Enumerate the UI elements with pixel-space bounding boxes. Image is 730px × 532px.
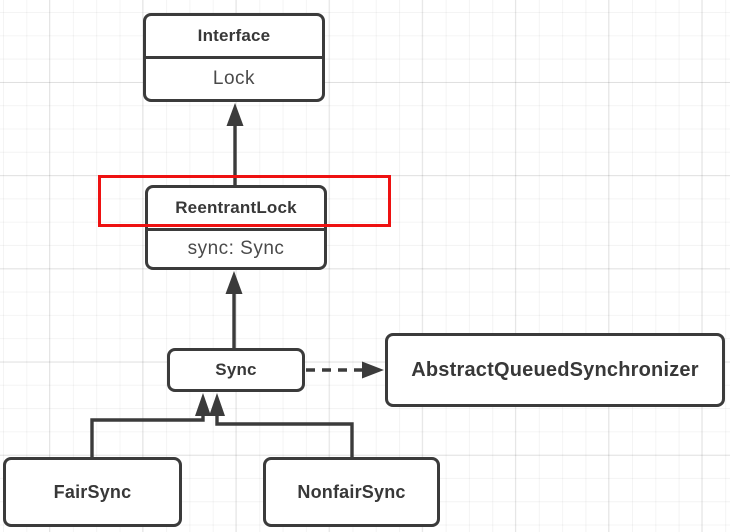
node-name-label: Lock [146, 56, 322, 99]
node-name-label: FairSync [53, 481, 132, 502]
node-name-label: AbstractQueuedSynchronizer [411, 358, 699, 381]
class-node-nonfairsync[interactable]: NonfairSync [263, 457, 440, 527]
edge-fairsync-to-sync[interactable] [90, 393, 211, 458]
edge-sync-to-aqs[interactable] [306, 361, 384, 379]
edge-sync-to-reentrantlock[interactable] [225, 271, 243, 349]
edge-reentrantlock-to-lock[interactable] [226, 103, 244, 186]
node-name-label: ReentrantLock [175, 198, 297, 217]
red-highlight-rectangle[interactable] [98, 175, 391, 227]
node-name-label: NonfairSync [297, 481, 406, 502]
class-node-fairsync[interactable]: FairSync [3, 457, 182, 527]
class-node-reentrantlock[interactable]: ReentrantLock sync: Sync [145, 185, 327, 270]
node-name-label: Sync [215, 360, 257, 379]
node-field-label: sync: Sync [148, 228, 324, 267]
node-stereotype-label: Interface [197, 26, 271, 45]
class-node-lock-interface[interactable]: Interface Lock [143, 13, 325, 102]
class-node-sync[interactable]: Sync [167, 348, 305, 392]
class-node-abstractqueuedsynchronizer[interactable]: AbstractQueuedSynchronizer [385, 333, 725, 407]
edge-nonfairsync-to-sync[interactable] [209, 393, 354, 458]
